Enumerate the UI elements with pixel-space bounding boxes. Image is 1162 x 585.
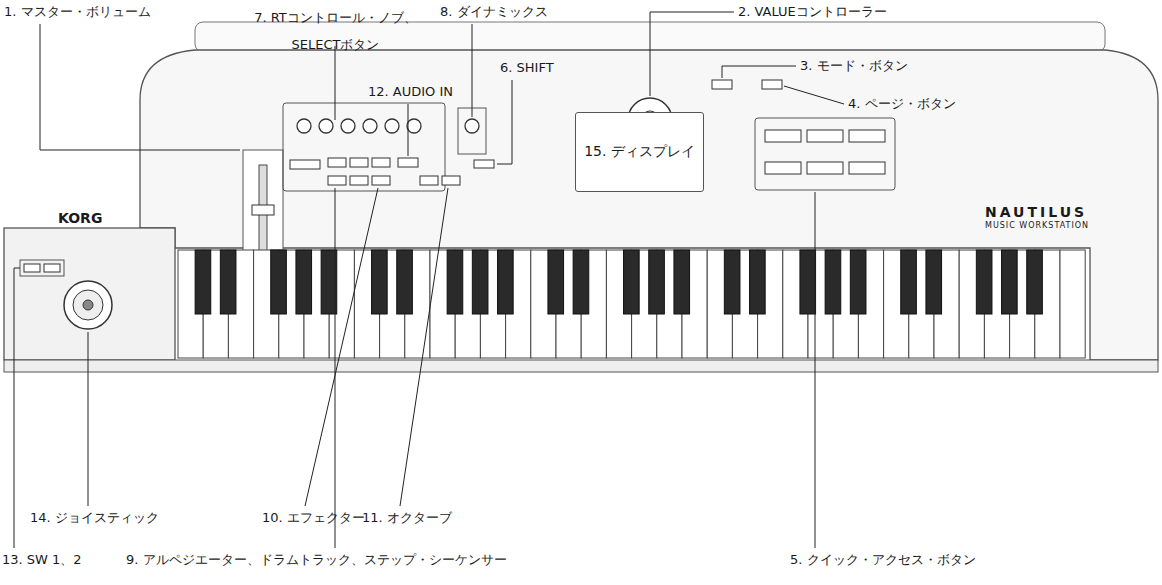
callout-label: KORG — [58, 209, 102, 227]
display-screen: 15. ディスプレイ — [575, 112, 704, 192]
callout-label: MUSIC WORKSTATION — [985, 221, 1089, 231]
callout-label: 9. アルペジエーター、ドラムトラック、ステップ・シーケンサー — [126, 552, 507, 569]
callout-label: 12. AUDIO IN — [368, 84, 453, 101]
node-text: 15. ディスプレイ — [584, 143, 695, 161]
callout-label: 3. モード・ボタン — [800, 58, 908, 75]
callout-label: 13. SW 1、2 — [2, 552, 82, 569]
callout-label: 8. ダイナミックス — [440, 4, 548, 21]
callout-label: 11. オクターブ — [362, 510, 452, 527]
callout-label: 2. VALUEコントローラー — [738, 4, 887, 21]
callout-label: 6. SHIFT — [500, 60, 554, 77]
callout-label: 5. クイック・アクセス・ボタン — [790, 552, 976, 569]
callout-label: 14. ジョイスティック — [30, 510, 159, 527]
callout-label: 4. ページ・ボタン — [848, 96, 956, 113]
callout-label: 1. マスター・ボリューム — [4, 4, 151, 21]
callout-label: 10. エフェクター — [262, 510, 365, 527]
callout-label: NAUTILUS — [985, 203, 1087, 221]
callout-label: 7. RTコントロール・ノブ、 SELECTボタン — [248, 4, 423, 58]
